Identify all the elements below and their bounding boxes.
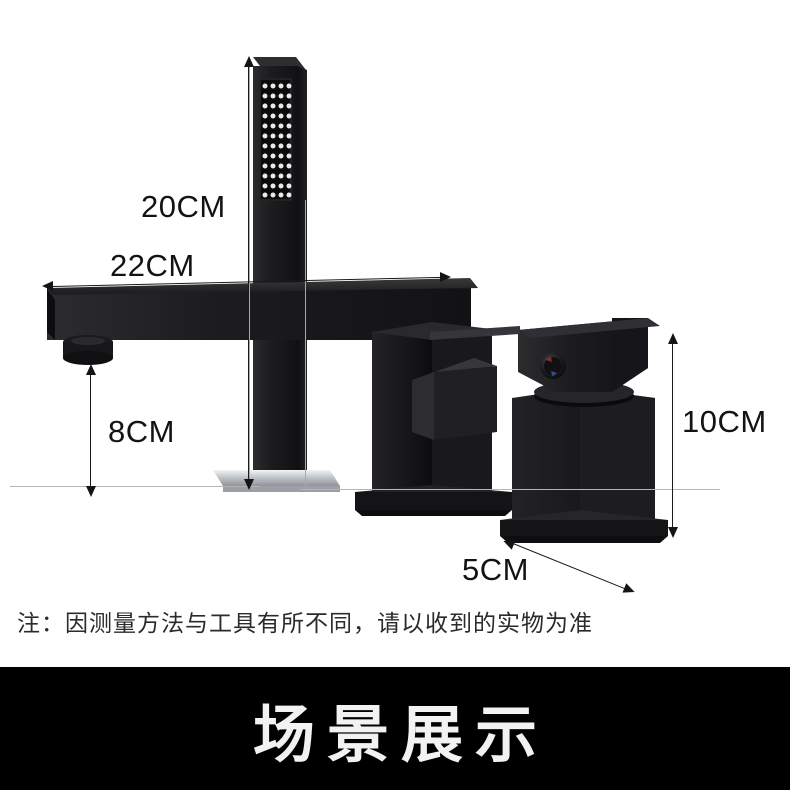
hand-shower-handset: [213, 57, 340, 492]
arrow-down-icon: [86, 486, 96, 497]
arrow-up-icon: [668, 333, 678, 344]
extension-line-handset-vertical: [249, 58, 250, 490]
extension-line-deck-right: [300, 489, 720, 490]
hot-cold-indicator-cap: [540, 353, 566, 379]
dimension-label-8cm: 8CM: [108, 414, 175, 449]
arrow-right-icon: [440, 272, 451, 282]
extension-line-deck: [10, 486, 260, 487]
dimension-label-22cm: 22CM: [110, 248, 195, 283]
measurement-note: 注：因测量方法与工具有所不同，请以收到的实物为准: [17, 610, 593, 636]
dimension-label-10cm: 10CM: [682, 404, 767, 439]
banner-title: 场景展示: [252, 700, 549, 770]
dimension-line-8cm: [90, 374, 91, 493]
dimension-line-10cm: [672, 343, 673, 533]
dimension-label-20cm: 20CM: [141, 189, 226, 224]
spray-nozzle-grid: [262, 83, 292, 198]
extension-line-handset-right: [305, 200, 306, 490]
arrow-left-icon: [42, 281, 53, 291]
arrow-down-icon: [244, 479, 254, 490]
product-image-stage: 20CM 22CM 8CM 10CM 5CM: [10, 56, 767, 636]
handset-base-plate: [213, 470, 340, 486]
scene-display-banner: 场景展示: [0, 667, 790, 790]
arrow-down-icon: [668, 527, 678, 538]
arrow-up-icon: [244, 56, 254, 67]
aerator-outlet: [63, 335, 113, 365]
diverter-handle-column: [355, 322, 512, 516]
arrow-up-icon: [86, 364, 96, 375]
mixer-valve-body: [430, 318, 668, 543]
diverter-lever-handle: [412, 358, 497, 440]
dimension-line-20cm: [248, 66, 249, 486]
dimension-label-5cm: 5CM: [462, 552, 529, 587]
faucet-illustration: [47, 57, 668, 543]
